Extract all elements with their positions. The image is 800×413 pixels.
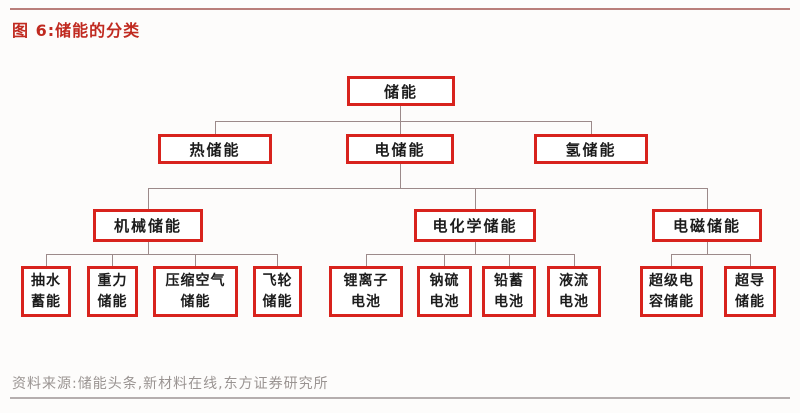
connector-line <box>366 254 367 266</box>
connector-line <box>112 254 113 266</box>
node-electrochemical-storage: 电化学储能 <box>414 209 536 242</box>
connector-line <box>444 254 445 266</box>
node-compressed-air-storage: 压缩空气 储能 <box>153 266 238 317</box>
connector-line <box>215 121 591 122</box>
connector-line <box>400 106 401 134</box>
connector-line <box>148 188 707 189</box>
connector-line <box>475 242 476 254</box>
connector-line <box>215 121 216 134</box>
connector-line <box>366 254 574 255</box>
connector-line <box>46 254 47 266</box>
connector-line <box>750 254 751 266</box>
node-flywheel-storage: 飞轮 储能 <box>253 266 302 317</box>
connector-line <box>574 254 575 266</box>
source-note: 资料来源:储能头条,新材料在线,东方证券研究所 <box>12 376 329 392</box>
node-lead-acid-battery: 铅蓄 电池 <box>482 266 536 317</box>
connector-line <box>707 242 708 254</box>
connector-line <box>671 254 672 266</box>
node-thermal-storage: 热储能 <box>158 134 272 164</box>
node-pumped-hydro: 抽水 蓄能 <box>21 266 71 317</box>
connector-line <box>46 254 278 255</box>
node-electromagnetic-storage: 电磁储能 <box>652 209 762 242</box>
connector-line <box>591 121 592 134</box>
node-superconducting-storage: 超导 储能 <box>724 266 776 317</box>
top-divider <box>10 8 790 10</box>
connector-line <box>148 242 149 254</box>
node-gravity-storage: 重力 储能 <box>87 266 138 317</box>
node-hydrogen-storage: 氢储能 <box>534 134 648 164</box>
node-energy-storage: 储能 <box>347 76 455 106</box>
node-sodium-sulfur-battery: 钠硫 电池 <box>417 266 472 317</box>
connector-line <box>148 188 149 209</box>
connector-line <box>707 188 708 209</box>
node-supercapacitor-storage: 超级电 容储能 <box>640 266 703 317</box>
connector-line <box>400 164 401 188</box>
connector-line <box>671 254 751 255</box>
connector-line <box>277 254 278 266</box>
node-electrical-storage: 电储能 <box>346 134 454 164</box>
node-flow-battery: 液流 电池 <box>547 266 601 317</box>
connector-line <box>195 254 196 266</box>
figure-title: 图 6:储能的分类 <box>12 21 141 40</box>
bottom-divider <box>10 397 790 399</box>
node-lithium-ion-battery: 锂离子 电池 <box>329 266 403 317</box>
connector-line <box>475 188 476 209</box>
node-mechanical-storage: 机械储能 <box>93 209 203 242</box>
connector-line <box>509 254 510 266</box>
